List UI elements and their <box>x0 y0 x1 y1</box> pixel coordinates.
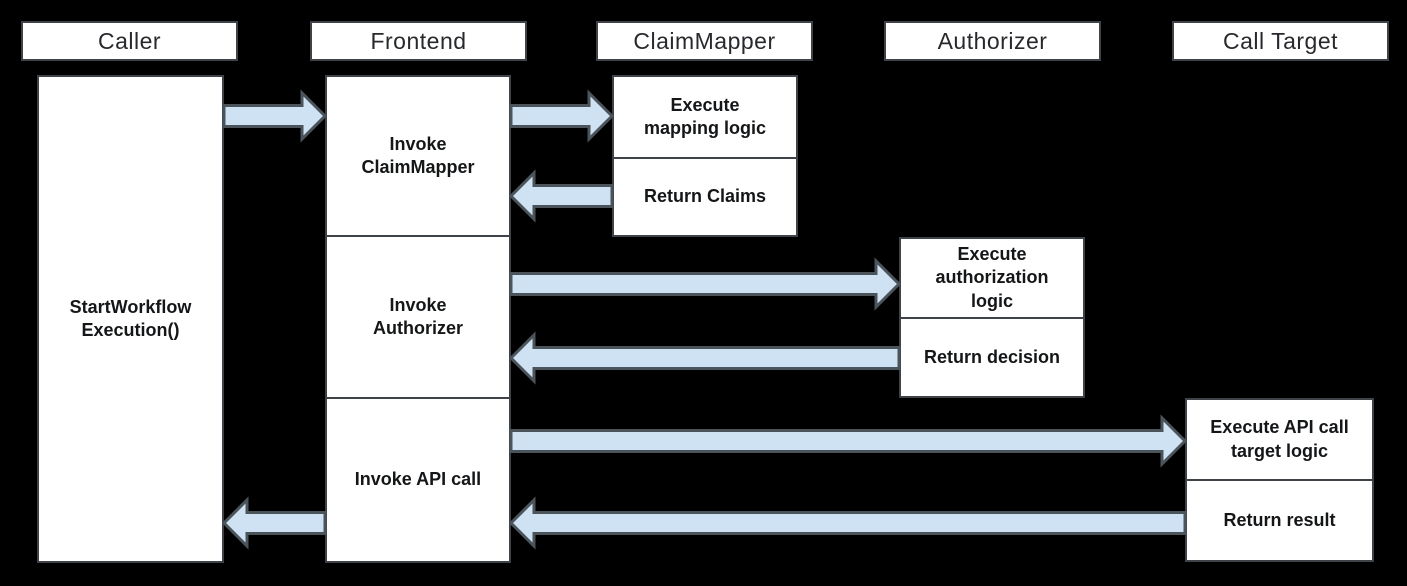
lane-header-caller: Caller <box>21 21 238 61</box>
step-invoke-api-call: Invoke API call <box>325 397 511 563</box>
step-return-decision: Return decision <box>899 317 1085 398</box>
lane-header-claimmapper: ClaimMapper <box>596 21 813 61</box>
step-label: Return result <box>1223 509 1336 530</box>
step-return-claims: Return Claims <box>612 157 798 237</box>
return-to-caller-arrow <box>221 496 327 550</box>
step-return-result: Return result <box>1185 479 1374 562</box>
step-label: Return Claims <box>643 186 767 207</box>
step-label: Invoke Authorizer <box>373 294 463 338</box>
lane-header-frontend: Frontend <box>310 21 527 61</box>
step-label: StartWorkflow Execution() <box>69 296 192 340</box>
lane-header-authorizer: Authorizer <box>884 21 1101 61</box>
step-label: Execute API call target logic <box>1210 417 1349 461</box>
step-start-workflow-execution: StartWorkflow Execution() <box>37 75 224 563</box>
step-execute-api-call-target-logic: Execute API call target logic <box>1185 398 1374 481</box>
step-label: Execute authorization logic <box>935 244 1049 311</box>
step-label: Invoke ClaimMapper <box>361 133 475 177</box>
step-execute-mapping-logic: Execute mapping logic <box>612 75 798 159</box>
step-invoke-authorizer: Invoke Authorizer <box>325 235 511 399</box>
lane-header-call-target: Call Target <box>1172 21 1389 61</box>
invoke-authorizer-arrow <box>509 257 902 311</box>
step-label: Return decision <box>923 346 1061 367</box>
return-decision-arrow <box>508 331 901 385</box>
step-invoke-claimmapper: Invoke ClaimMapper <box>325 75 511 237</box>
return-claims-arrow <box>508 169 614 223</box>
step-label: Invoke API call <box>354 469 482 490</box>
start-workflow-arrow <box>222 89 328 143</box>
return-result-arrow <box>508 496 1187 550</box>
step-label: Execute mapping logic <box>643 94 766 138</box>
invoke-api-call-arrow <box>509 414 1188 468</box>
invoke-claimmapper-arrow <box>509 89 615 143</box>
step-execute-authorization-logic: Execute authorization logic <box>899 237 1085 319</box>
